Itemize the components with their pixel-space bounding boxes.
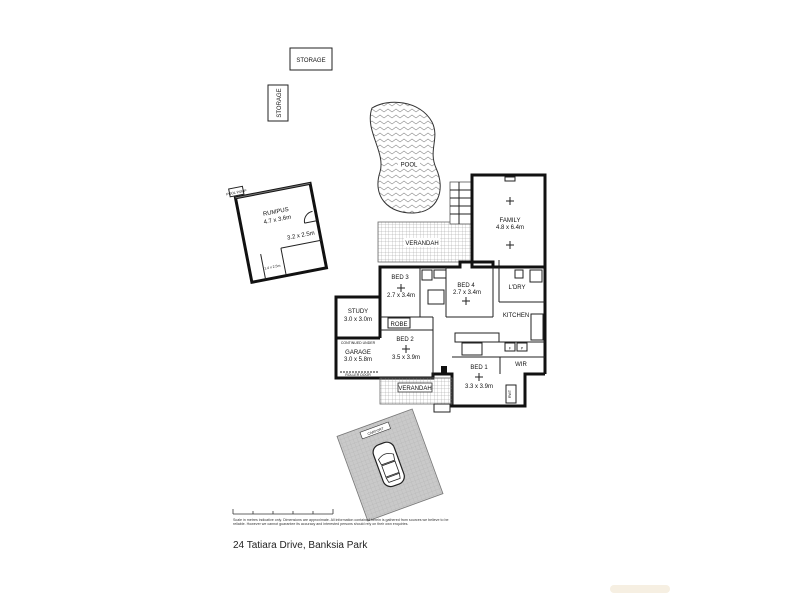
wir-label: WIR bbox=[515, 362, 527, 368]
rumpus-small-size: 1.4 x 2.5m bbox=[264, 264, 281, 271]
carport-label: CARPORT bbox=[367, 426, 385, 436]
bed1-name: BED 1 bbox=[470, 365, 488, 371]
garage-size: 3.0 x 5.8m bbox=[344, 357, 372, 363]
property-address: 24 Tatiara Drive, Banksia Park bbox=[233, 540, 368, 551]
verandah-top: VERANDAH bbox=[377, 221, 473, 263]
pool: POOL bbox=[369, 101, 441, 214]
bed3-name: BED 3 bbox=[391, 275, 409, 281]
bed3-size: 2.7 x 3.4m bbox=[387, 293, 415, 299]
roller-door-label: ROLLER DOOR bbox=[345, 373, 371, 377]
fridge-label: F bbox=[509, 347, 511, 351]
study-size: 3.0 x 3.0m bbox=[344, 317, 372, 323]
bed4-size: 2.7 x 3.4m bbox=[453, 290, 481, 296]
storage-label-top: STORAGE bbox=[296, 58, 325, 64]
robe-label: ROBE bbox=[390, 322, 407, 328]
rumpus-name: RUMPUS bbox=[263, 207, 290, 218]
disclaimer-text: Scale in metres indicative only. Dimensi… bbox=[233, 518, 449, 527]
rwt-label: RWT bbox=[508, 389, 512, 398]
carport: CARPORT bbox=[336, 408, 444, 522]
verandah-bottom: VERANDAH bbox=[379, 377, 453, 413]
car-icon bbox=[372, 441, 405, 488]
scale-bar bbox=[232, 509, 334, 515]
storage-label-side: STORAGE bbox=[277, 88, 283, 117]
rumpus-building: POOL PUMP RUMPUS 4.7 x 3.6m 3.2 x 2.5m 1… bbox=[226, 181, 329, 285]
verandah-top-label: VERANDAH bbox=[405, 241, 438, 247]
family-room: FAMILY 4.8 x 6.4m bbox=[470, 173, 547, 269]
bed4-name: BED 4 bbox=[457, 283, 475, 289]
garage-name: GARAGE bbox=[345, 350, 371, 356]
storage-shed-top: STORAGE bbox=[289, 47, 333, 71]
pool-pump-label: POOL PUMP bbox=[226, 188, 248, 196]
rumpus-inner-size: 3.2 x 2.5m bbox=[287, 230, 316, 241]
storage-shed-side: STORAGE bbox=[267, 84, 289, 122]
family-size: 4.8 x 6.4m bbox=[496, 225, 524, 231]
laundry-label: L'DRY bbox=[508, 285, 525, 291]
bed2-name: BED 2 bbox=[396, 337, 414, 343]
pantry-label: P bbox=[521, 347, 524, 351]
bed2-size: 3.5 x 3.9m bbox=[392, 355, 420, 361]
study-name: STUDY bbox=[348, 309, 368, 315]
family-name: FAMILY bbox=[500, 218, 521, 224]
rumpus-size: 4.7 x 3.6m bbox=[263, 215, 292, 226]
verandah-bottom-label: VERANDAH bbox=[398, 386, 431, 392]
garage-note: CONTINUED UNDER bbox=[341, 341, 376, 345]
kitchen-label: KITCHEN bbox=[503, 313, 529, 319]
steps bbox=[449, 181, 473, 225]
pool-label: POOL bbox=[401, 163, 418, 169]
bed1-size: 3.3 x 3.9m bbox=[465, 384, 493, 390]
watermark bbox=[610, 585, 670, 593]
